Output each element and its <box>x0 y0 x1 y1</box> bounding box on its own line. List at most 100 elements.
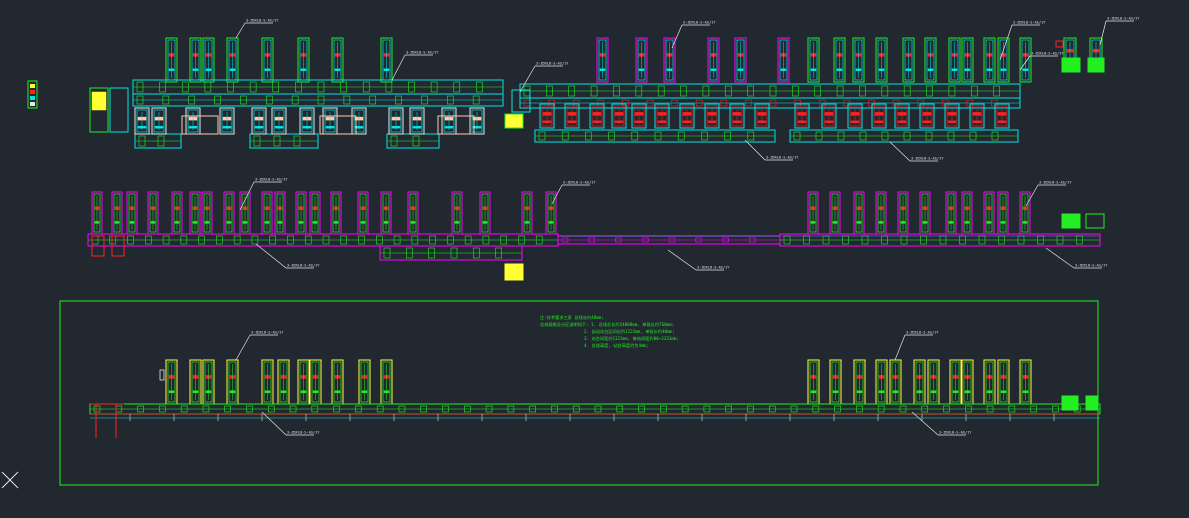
row1-lower-conveyor-c-segment <box>793 131 801 141</box>
row1-cell-a-3[interactable] <box>219 107 235 135</box>
row2-station-a-3[interactable] <box>147 191 159 235</box>
row1-station-c-10[interactable] <box>1019 37 1032 83</box>
row3-station-b-0[interactable] <box>807 359 820 405</box>
row3-main-conveyor[interactable] <box>89 403 1101 415</box>
row3-station-b-8[interactable] <box>961 359 974 405</box>
row1-cell-a-11[interactable] <box>441 107 457 135</box>
row1-cell-a-7[interactable] <box>322 107 338 135</box>
row1-main-conveyor-b2-segment <box>769 99 777 107</box>
row1-station-b-0[interactable] <box>596 37 609 83</box>
row1-cell-b-12[interactable] <box>847 103 863 129</box>
row1-cell-b-1[interactable] <box>564 103 580 129</box>
row1-cell-b-8[interactable] <box>729 103 745 129</box>
row1-cell-b-0[interactable] <box>539 103 555 129</box>
row2-station-a-2[interactable] <box>126 191 138 235</box>
row1-cell-b-15[interactable] <box>919 103 935 129</box>
layer-legend-icon[interactable] <box>27 80 38 109</box>
row1-station-b-4[interactable] <box>734 37 747 83</box>
row1-cell-b-10[interactable] <box>794 103 810 129</box>
row1-cell-b-4[interactable] <box>631 103 647 129</box>
row1-station-b-3[interactable] <box>707 37 720 83</box>
layout-row-1[interactable]: 3-ZDXL8-S-AS/1Y3-ZDXL8-S-AS/1Y3-ZDXL8-S-… <box>89 17 1140 162</box>
row1-main-conveyor-b2[interactable] <box>519 97 1021 109</box>
row2-station-b-0-slot <box>809 193 817 233</box>
row1-cell-b-9[interactable] <box>754 103 770 129</box>
row3-station-b-4[interactable] <box>889 359 902 405</box>
row2-main-conveyor-a-segment <box>216 235 223 245</box>
row1-cell-b-5[interactable] <box>654 103 670 129</box>
row2-branch-conveyor[interactable] <box>379 245 523 261</box>
row1-cell-b-11[interactable] <box>821 103 837 129</box>
row3-station-a-0[interactable] <box>165 359 178 405</box>
row3-station-b-3[interactable] <box>875 359 888 405</box>
row3-station-a-5[interactable] <box>277 359 290 405</box>
row1-cell-b-14[interactable] <box>894 103 910 129</box>
row1-lower-conveyor-c[interactable] <box>789 129 1019 143</box>
row3-station-b-2[interactable] <box>853 359 866 405</box>
row1-cell-b-18[interactable] <box>994 103 1010 129</box>
row3-station-b-7[interactable] <box>949 359 962 405</box>
row3-main-conveyor-segment <box>1008 405 1016 413</box>
row2-station-a-18[interactable] <box>479 191 491 235</box>
row1-cell-a-5[interactable] <box>271 107 287 135</box>
row1-callout-0: 3-ZDXL8-S-AS/1Y <box>235 19 279 39</box>
row2-station-b-8[interactable] <box>983 191 995 235</box>
row1-callout-8: 3-ZDXL8-S-AS/1Y <box>1019 52 1064 71</box>
row1-station-b-5[interactable] <box>777 37 790 83</box>
row2-station-a-9[interactable] <box>261 191 273 235</box>
row1-lower-conveyor-b[interactable] <box>534 129 776 143</box>
row1-cell-a-10[interactable] <box>409 107 425 135</box>
row1-cell-b-3[interactable] <box>611 103 627 129</box>
row1-station-b-1[interactable] <box>635 37 648 83</box>
row1-cell-a-1[interactable] <box>151 107 167 135</box>
row2-main-conveyor-a-segment <box>482 235 490 245</box>
row1-station-c-9[interactable] <box>997 37 1010 83</box>
row1-station-c-6[interactable] <box>948 37 961 83</box>
row2-station-b-5[interactable] <box>919 191 931 235</box>
row1-cell-a-9[interactable] <box>388 107 404 135</box>
row1-cell-a-4[interactable] <box>251 107 267 135</box>
row1-station-c-3[interactable] <box>875 37 888 83</box>
row3-station-a-9[interactable] <box>358 359 371 405</box>
row3-station-a-8[interactable] <box>331 359 344 405</box>
row3-station-b-9[interactable] <box>983 359 996 405</box>
row1-cell-a-0[interactable] <box>134 107 150 135</box>
row1-station-c-4[interactable] <box>902 37 915 83</box>
row3-station-b-5[interactable] <box>913 359 926 405</box>
row1-station-c-2[interactable] <box>852 37 865 83</box>
row1-station-c-5[interactable] <box>924 37 937 83</box>
row3-station-b-6[interactable] <box>927 359 940 405</box>
row1-cell-b-13[interactable] <box>871 103 887 129</box>
row2-station-b-8-slot <box>985 193 993 233</box>
row1-main-conveyor-a2[interactable] <box>132 93 504 107</box>
row1-station-c-0[interactable] <box>807 37 820 83</box>
row1-main-conveyor-a-segment <box>249 81 257 93</box>
row1-main-conveyor-b-segment <box>657 85 665 97</box>
row1-buffer-c <box>437 115 475 135</box>
row3-station-b-11[interactable] <box>1019 359 1032 405</box>
row3-station-b-10[interactable] <box>997 359 1010 405</box>
row3-station-b-1[interactable] <box>829 359 842 405</box>
row1-station-c-1[interactable] <box>833 37 846 83</box>
row1-cell-a-12[interactable] <box>469 107 485 135</box>
row1-cell-a-6[interactable] <box>299 107 315 135</box>
row2-station-b-6[interactable] <box>945 191 957 235</box>
row1-station-a-5[interactable] <box>297 37 310 83</box>
row1-cell-b-7[interactable] <box>704 103 720 129</box>
row1-cell-a-8[interactable] <box>351 107 367 135</box>
row2-main-conveyor-b[interactable] <box>779 233 1101 247</box>
row1-main-conveyor-a[interactable] <box>132 79 504 95</box>
row1-cell-b-16[interactable] <box>944 103 960 129</box>
row1-cell-b-2[interactable] <box>589 103 605 129</box>
row3-station-a-2[interactable] <box>202 359 215 405</box>
row2-transfer-block <box>504 263 524 281</box>
row1-station-c-7[interactable] <box>961 37 974 83</box>
row1-station-b-2[interactable] <box>663 37 676 83</box>
row2-station-b-10[interactable] <box>1019 191 1031 235</box>
row1-cell-b-17[interactable] <box>969 103 985 129</box>
row1-cell-b-6[interactable] <box>679 103 695 129</box>
row1-station-c-8[interactable] <box>983 37 996 83</box>
